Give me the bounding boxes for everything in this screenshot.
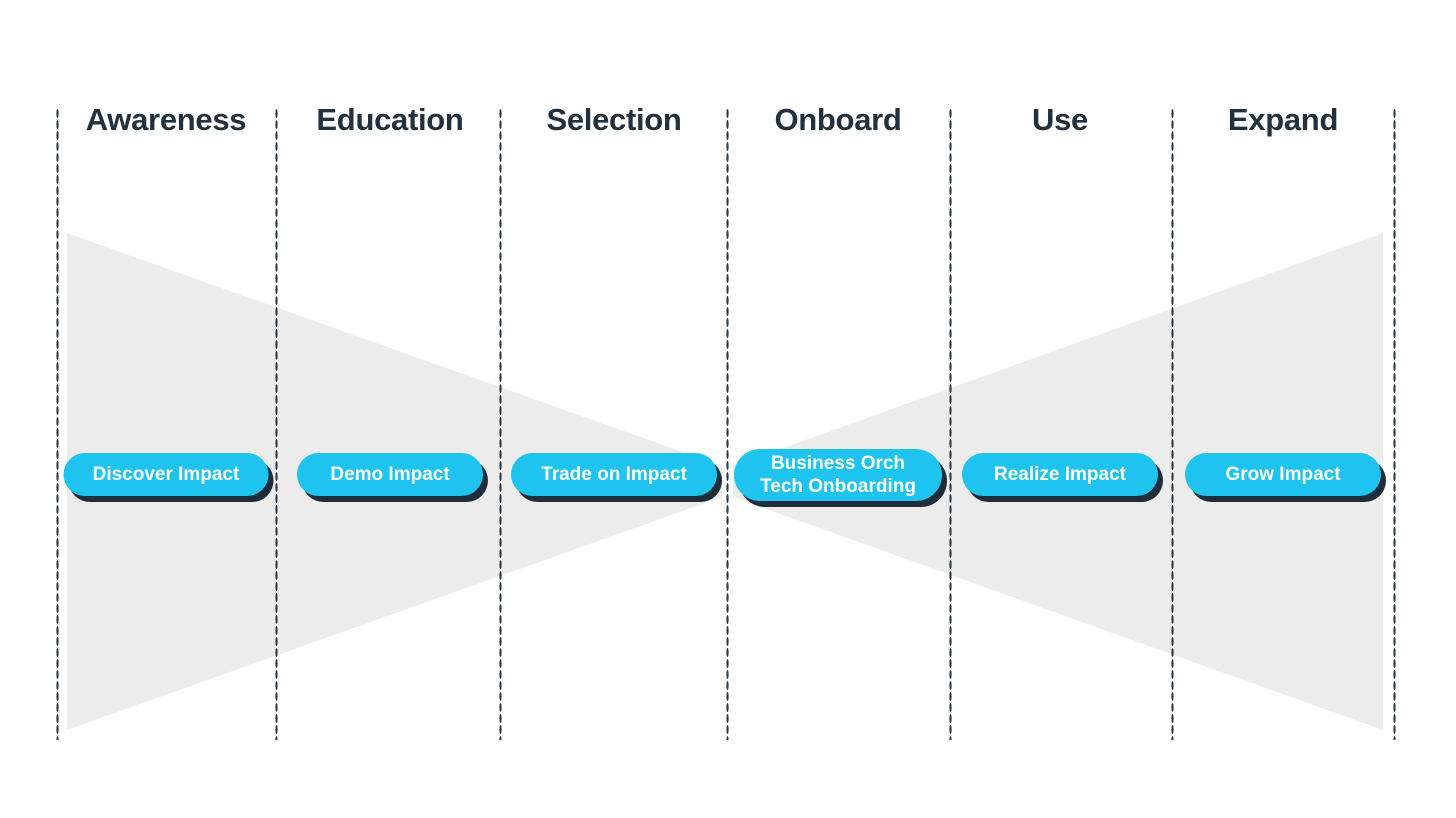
stage-pill-label-selection: Trade on Impact xyxy=(541,463,687,486)
stage-pill-expand[interactable]: Grow Impact xyxy=(1185,453,1381,496)
stage-pill-label-expand: Grow Impact xyxy=(1225,463,1340,486)
column-divider-6 xyxy=(1393,108,1396,740)
column-divider-0 xyxy=(56,108,59,740)
stage-header-selection: Selection xyxy=(546,102,682,137)
pill-text-line: Realize Impact xyxy=(994,464,1126,485)
pill-text-line: Business Orch xyxy=(770,453,906,474)
stage-pill-label-awareness: Discover Impact xyxy=(93,463,240,486)
stage-header-education: Education xyxy=(316,102,464,137)
column-divider-4 xyxy=(949,108,952,740)
pill-text-line: Tech Onboarding xyxy=(760,476,916,497)
pill-wrapper-education: Demo Impact xyxy=(297,453,483,496)
stage-pill-awareness[interactable]: Discover Impact xyxy=(63,453,269,496)
pill-wrapper-awareness: Discover Impact xyxy=(63,453,269,496)
stage-pill-label-use: Realize Impact xyxy=(994,463,1126,486)
pill-text-line: Discover Impact xyxy=(92,464,240,485)
column-divider-2 xyxy=(499,108,502,740)
pill-text-line: Grow Impact xyxy=(1225,464,1341,485)
column-divider-5 xyxy=(1171,108,1174,740)
column-divider-1 xyxy=(275,108,278,740)
stage-header-onboard: Onboard xyxy=(774,102,902,137)
stage-pill-education[interactable]: Demo Impact xyxy=(297,453,483,496)
pill-text-line: Demo Impact xyxy=(330,464,450,485)
stage-pill-label-education: Demo Impact xyxy=(330,463,449,486)
pill-wrapper-use: Realize Impact xyxy=(962,453,1158,496)
pill-wrapper-expand: Grow Impact xyxy=(1185,453,1381,496)
stage-pill-use[interactable]: Realize Impact xyxy=(962,453,1158,496)
stage-header-awareness: Awareness xyxy=(85,102,247,137)
pill-wrapper-selection: Trade on Impact xyxy=(511,453,717,496)
pill-text-line: Trade on Impact xyxy=(541,464,687,485)
stage-pill-selection[interactable]: Trade on Impact xyxy=(511,453,717,496)
stage-header-expand: Expand xyxy=(1227,102,1339,137)
column-divider-3 xyxy=(726,108,729,740)
stage-header-use: Use xyxy=(1032,102,1088,137)
